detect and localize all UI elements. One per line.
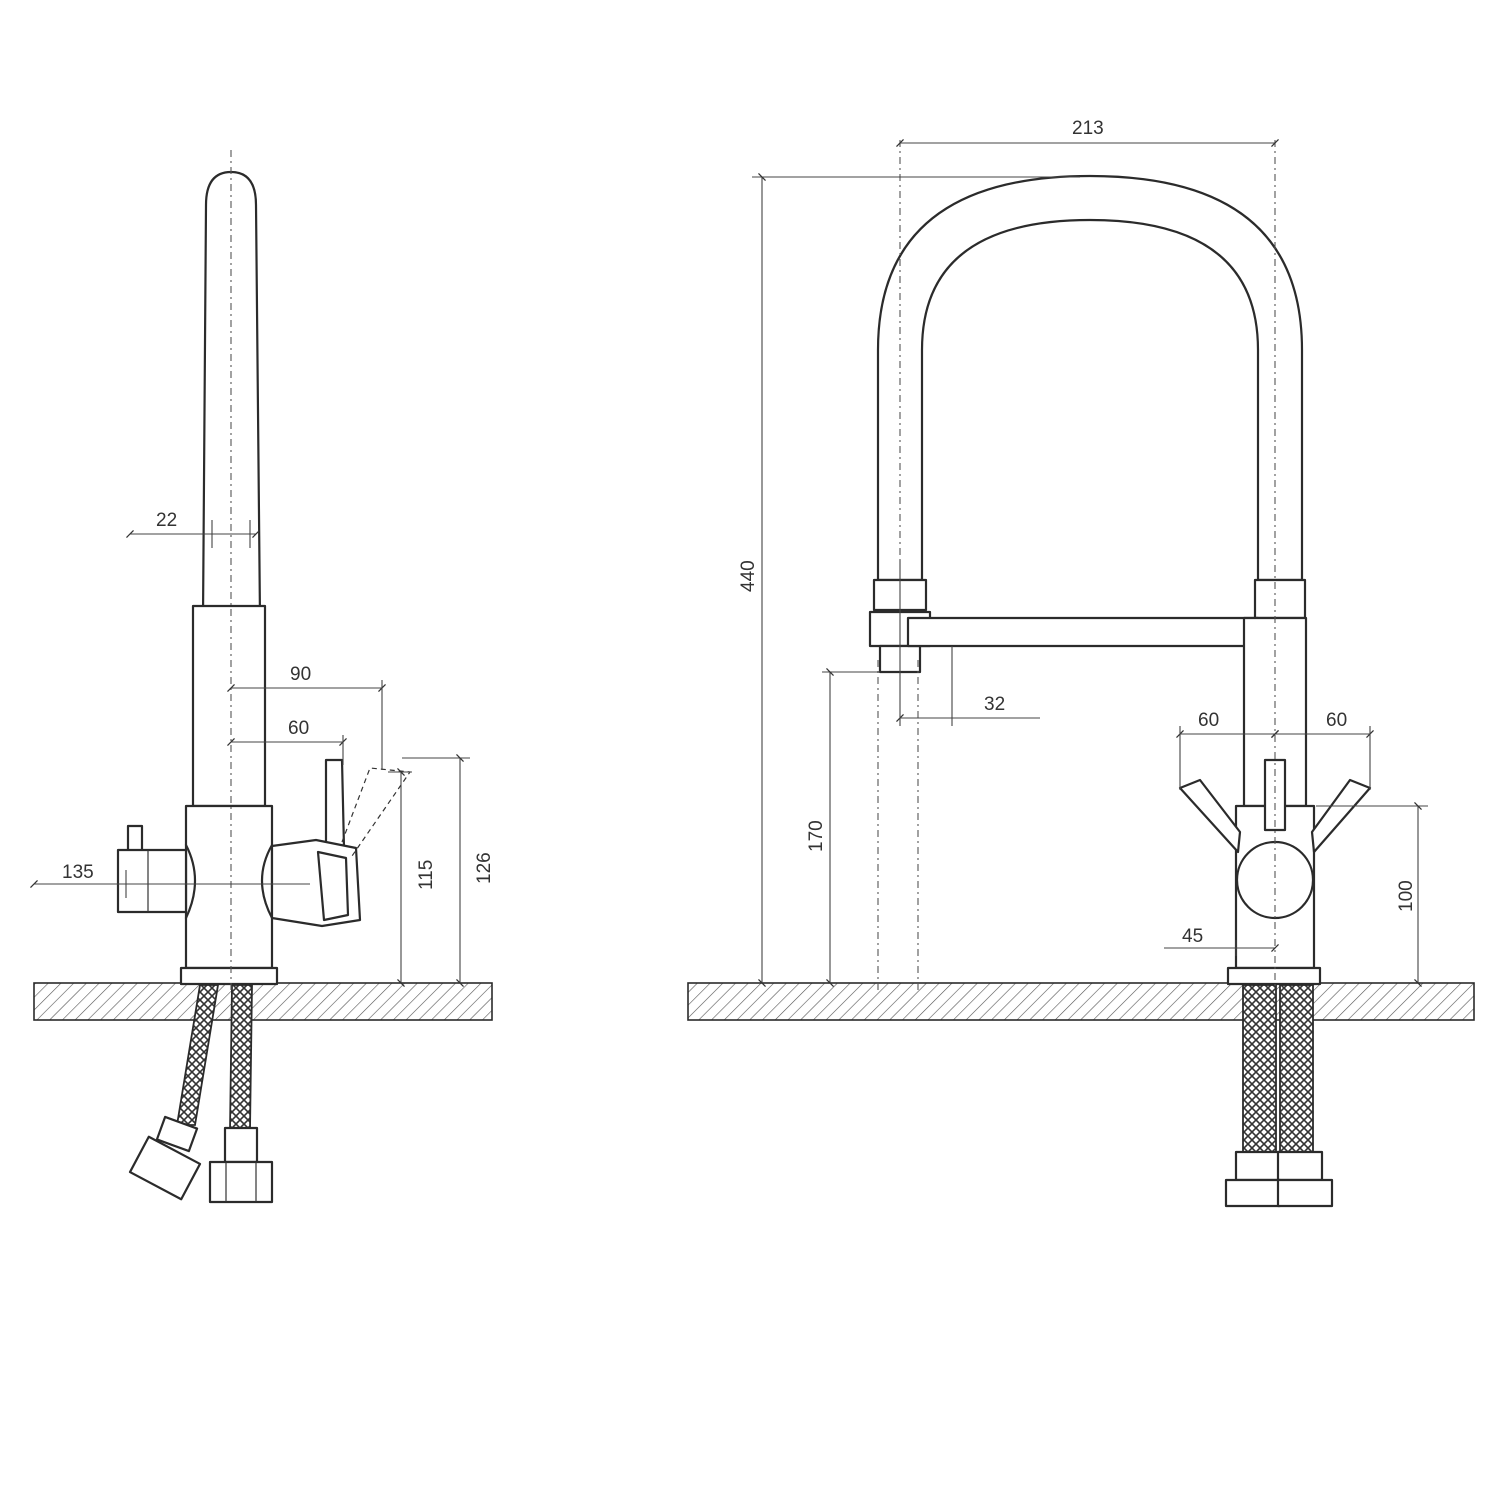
countertop-side — [33, 982, 493, 1021]
dim-126: 126 — [474, 852, 495, 884]
countertop-front — [687, 982, 1475, 1021]
hose-fitting-left-neck — [155, 1115, 199, 1153]
hose-front-fitting-right — [1276, 1150, 1324, 1182]
dim-90: 90 — [290, 664, 311, 685]
dim-135: 135 — [62, 862, 94, 883]
dim-115: 115 — [416, 860, 437, 890]
hose-fitting-right-nut — [208, 1160, 274, 1204]
hose-front-fitting-left — [1234, 1150, 1282, 1182]
hose-front-nut-left — [1224, 1178, 1282, 1208]
lever-wing-left — [1178, 778, 1242, 854]
filter-handle-knob — [116, 848, 188, 914]
dim-45: 45 — [1182, 926, 1203, 947]
mixer-handle-lever — [324, 758, 346, 850]
side-view: 22 90 60 135 115 126 — [30, 150, 495, 1204]
front-view: 213 440 170 32 60 60 45 100 — [687, 118, 1475, 1208]
spout-collar-right — [1253, 578, 1307, 620]
dim-60-front-left: 60 — [1198, 710, 1219, 731]
dim-170: 170 — [806, 820, 827, 852]
hose-fitting-right-neck — [223, 1126, 259, 1164]
dim-60-side: 60 — [288, 718, 309, 739]
dim-440: 440 — [738, 560, 759, 592]
base-plate-side — [179, 966, 279, 986]
hose-front-nut-right — [1276, 1178, 1334, 1208]
base-plate-front — [1226, 966, 1322, 986]
body-side — [184, 804, 274, 970]
hose-fitting-left-nut — [128, 1135, 202, 1201]
arched-spout — [876, 174, 1304, 582]
hose-right — [229, 984, 253, 1131]
dim-22: 22 — [156, 510, 177, 531]
mixer-handle-body — [270, 838, 362, 928]
dim-32: 32 — [984, 694, 1005, 715]
hose-front-right — [1279, 984, 1314, 1156]
dim-213: 213 — [1072, 118, 1104, 139]
hose-front-left — [1242, 984, 1277, 1156]
magnetic-bar — [906, 616, 1260, 648]
body-column-side — [191, 604, 267, 808]
filter-knob-front — [1263, 758, 1287, 832]
lever-wing-right — [1310, 778, 1372, 854]
dim-100: 100 — [1396, 880, 1417, 912]
dim-60-front-right: 60 — [1326, 710, 1347, 731]
